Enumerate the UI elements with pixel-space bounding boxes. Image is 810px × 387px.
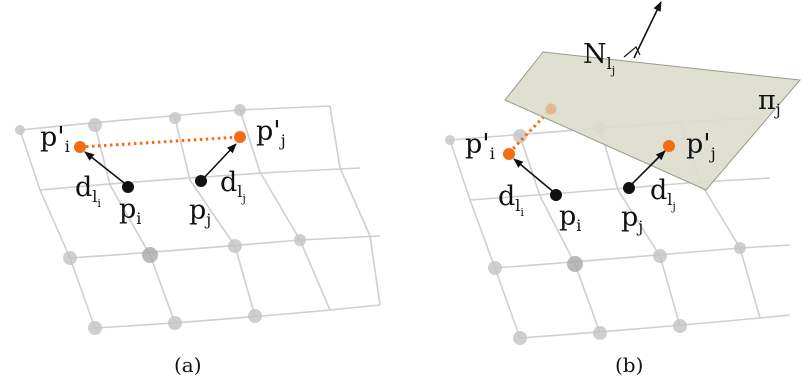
- normal-vector-arrow: [633, 1, 662, 59]
- panel-a: p'i p'j dli dlj pi pj (a): [15, 104, 381, 377]
- label-p-i-b: pi: [559, 201, 581, 235]
- point-p-prime-i-b: [503, 148, 515, 160]
- point-p-prime-j-a: [234, 131, 246, 143]
- point-p-prime-i-a: [74, 141, 86, 153]
- displacement-link-a: [79, 135, 241, 149]
- point-p-prime-j-b: [663, 140, 675, 152]
- label-p-j-a: pj: [189, 195, 211, 229]
- point-p-i-b: [550, 189, 562, 201]
- label-p-prime-i-b: p'i: [465, 129, 495, 163]
- arrow-d-li-b: [513, 158, 557, 195]
- label-d-li-b: dli: [498, 181, 524, 219]
- label-p-prime-j-b: p'j: [686, 129, 716, 163]
- label-d-lj-b: dlj: [650, 175, 676, 213]
- mesh-grid-a: [19, 105, 381, 329]
- right-angle-mark: [623, 46, 641, 58]
- caption-b: (b): [615, 353, 643, 377]
- label-d-lj-a: dlj: [220, 167, 246, 205]
- caption-a: (a): [174, 353, 202, 377]
- projection-link-b: [507, 107, 553, 155]
- label-p-j-b: pj: [621, 202, 643, 236]
- point-p-i-a: [122, 181, 134, 193]
- label-p-prime-i-a: p'i: [40, 122, 70, 156]
- arrow-d-lj-a: [200, 143, 237, 182]
- arrow-d-li-a: [84, 151, 129, 187]
- point-p-j-a: [195, 175, 207, 187]
- label-p-i-a: pi: [119, 194, 141, 228]
- label-plane: πj: [758, 85, 781, 119]
- faded-point-on-plane: [545, 103, 557, 115]
- plane-pi-j: [504, 51, 801, 191]
- panel-b: Nlj πj p'i p'j dli dlj pi pj (b): [445, 1, 801, 377]
- arrow-d-lj-b: [628, 150, 666, 188]
- label-normal: Nlj: [583, 39, 615, 77]
- label-d-li-a: dli: [75, 172, 101, 210]
- mesh-nodes-a: [15, 104, 306, 335]
- point-p-j-b: [623, 182, 635, 194]
- label-p-prime-j-a: p'j: [256, 116, 286, 150]
